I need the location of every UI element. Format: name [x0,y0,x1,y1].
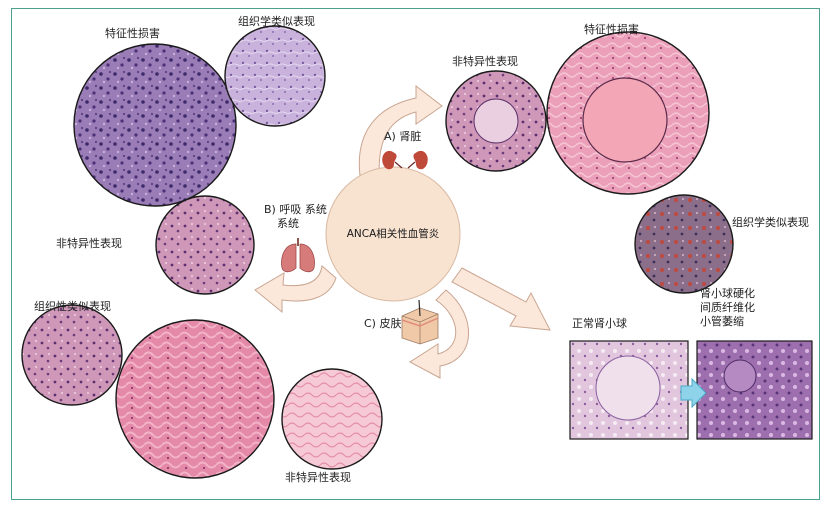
skin-icon [401,299,439,345]
figure-frame [11,8,820,500]
skin-nonspecific-image [281,368,383,470]
sclerosis-label: 肾小球硬化 间质纤维化 小管萎缩 [700,287,755,329]
kidney-histology-like-label: 组织学类似表现 [732,216,809,229]
kidney-icon [382,150,428,170]
lung-icon [281,238,315,273]
lung-label-line2: 系统 [277,217,299,230]
skin-histology-like-image [21,304,123,406]
kidney-characteristic-label: 特征性损害 [584,23,639,36]
lung-histology-like-label: 组织学类似表现 [238,15,315,28]
center-label: ANCA相关性血管炎 [346,228,440,240]
normal-glomerulus-label: 正常肾小球 [572,317,627,330]
kidney-histology-like-image [634,194,734,294]
glomerulus-detail [473,98,519,144]
sclerosis-label-line2: 间质纤维化 [700,301,755,314]
kidney-label: A) 肾脏 [384,130,422,143]
sclerosis-image [696,340,813,440]
sclerosis-label-line3: 小管萎缩 [700,315,744,328]
lung-characteristic-label: 特征性损害 [105,27,160,40]
skin-label: C) 皮肤 [364,317,402,330]
sclerotic-glomerulus-detail [723,359,757,393]
crescent-detail [582,77,668,163]
arrow-to-kidney [358,84,443,189]
lung-nonspecific-image [155,195,255,295]
arrow-to-lung [254,265,337,314]
transition-arrow [680,377,707,409]
sclerosis-label-line1: 肾小球硬化 [700,287,755,300]
skin-characteristic-image [115,319,275,479]
lung-characteristic-image [73,43,237,207]
skin-nonspecific-label: 非特异性表现 [285,471,351,484]
kidney-nonspecific-label: 非特异性表现 [452,55,518,68]
lung-label: B) 呼吸 系统 系统 [264,203,327,231]
lung-histology-like-image [224,25,326,127]
arrow-to-skin [409,289,469,379]
lung-label-line1: B) 呼吸 系统 [264,203,327,216]
arrow-to-kidney-biopsy [451,267,551,331]
normal-glomerulus-detail [595,355,661,421]
lung-nonspecific-label: 非特异性表现 [56,237,122,250]
skin-histology-like-label: 组织性类似表现 [34,300,111,313]
